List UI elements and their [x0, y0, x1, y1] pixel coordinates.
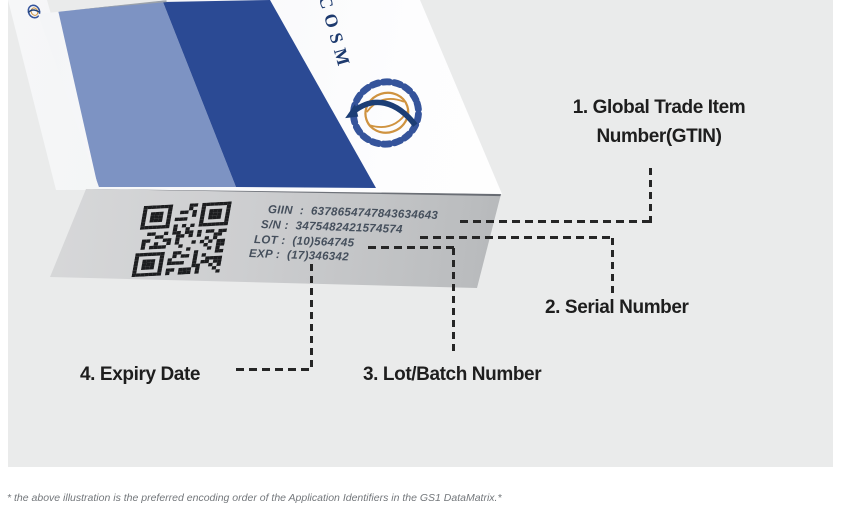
- annotation-lot: 3. Lot/Batch Number: [363, 364, 542, 385]
- box-top-face: COSM: [38, 0, 502, 194]
- annotation-gtin: 1. Global Trade Item Number(GTIN): [572, 97, 746, 147]
- connector-serial-vertical: [611, 238, 614, 293]
- label-line-serial: S/N : 3475482421574574: [260, 219, 403, 236]
- connector-gtin-vertical: [649, 168, 652, 223]
- chain-globe-logo-icon: [345, 78, 422, 148]
- illustration-panel: COSM GIIN : 6378654747843634643 S/N : 34…: [8, 0, 833, 467]
- connector-lot-vertical: [452, 248, 455, 356]
- brand-text: COSM: [314, 0, 356, 74]
- connector-expiry-horizontal: [236, 368, 313, 371]
- annotation-expiry: 4. Expiry Date: [80, 364, 201, 385]
- mini-chain-logo-icon: [27, 4, 41, 19]
- connector-expiry-vertical: [310, 264, 313, 370]
- connector-serial-horizontal: [420, 236, 614, 239]
- connector-lot-horizontal: [368, 246, 454, 249]
- annotation-serial: 2. Serial Number: [545, 297, 689, 318]
- label-line-lot: LOT : (10)564745: [253, 233, 355, 249]
- qr-code-icon: [131, 201, 232, 278]
- label-line-exp: EXP : (17)346342: [248, 248, 350, 264]
- footnote-text: * the above illustration is the preferre…: [7, 492, 502, 504]
- connector-gtin-horizontal: [460, 220, 652, 223]
